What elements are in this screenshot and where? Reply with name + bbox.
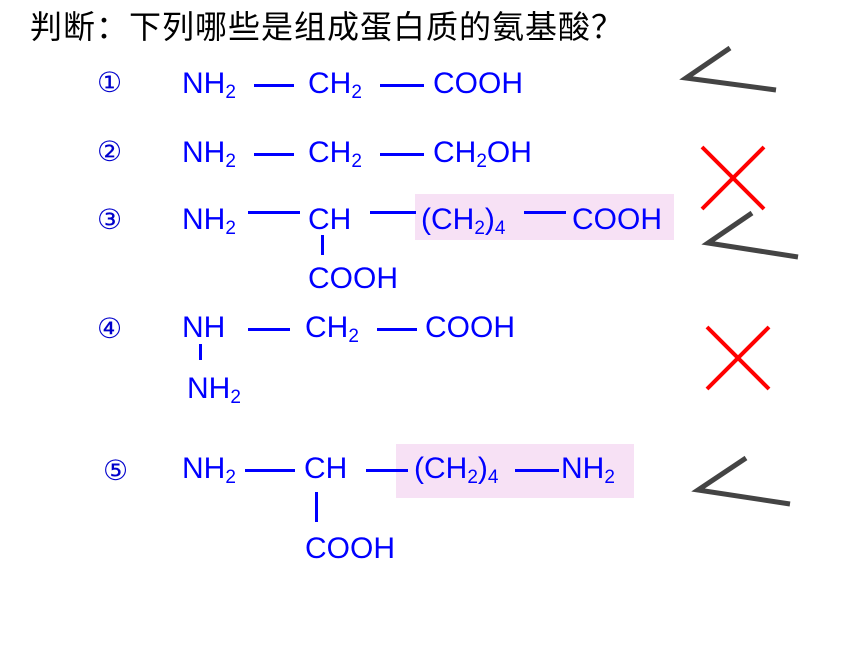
- bond: [245, 469, 295, 472]
- hydroxymethyl-group: CH2OH: [433, 136, 532, 172]
- bond: [515, 469, 559, 472]
- amino-group: NH2: [182, 136, 236, 172]
- bond: [524, 211, 566, 214]
- branch-carboxyl-group: COOH: [308, 262, 398, 295]
- amino-group: NH2: [182, 452, 236, 488]
- bond: [380, 153, 424, 156]
- item-index: ③: [97, 203, 123, 236]
- side-chain-amino-group: NH2: [561, 452, 615, 488]
- highlight-side-chain-3: [415, 194, 674, 240]
- item-index: ④: [97, 312, 123, 345]
- vertical-bond: [315, 492, 318, 522]
- imino-group: NH: [182, 311, 226, 344]
- side-chain-group: (CH2)4: [414, 452, 499, 488]
- check-mark-icon: [679, 45, 777, 93]
- carboxyl-group: COOH: [433, 67, 523, 100]
- bond: [366, 469, 408, 472]
- item-index: ⑤: [103, 454, 129, 487]
- branch-amino-group: NH2: [187, 372, 241, 408]
- amino-group: NH2: [182, 203, 236, 239]
- question-title: 判断：下列哪些是组成蛋白质的氨基酸？: [30, 8, 625, 46]
- amino-group: NH2: [182, 67, 236, 103]
- carboxyl-group: COOH: [425, 311, 515, 344]
- bond: [254, 153, 294, 156]
- cross-mark-icon: [705, 325, 771, 391]
- bond: [248, 211, 300, 214]
- vertical-bond: [321, 235, 324, 255]
- alpha-carbon: CH: [308, 203, 352, 236]
- cross-mark-icon: [700, 145, 766, 211]
- check-mark-icon: [701, 210, 799, 260]
- side-chain-group: (CH2)4: [421, 203, 506, 239]
- bond: [377, 328, 417, 331]
- methylene-group: CH2: [308, 136, 362, 172]
- alpha-carbon: CH: [304, 452, 348, 485]
- vertical-bond: [199, 344, 202, 360]
- branch-carboxyl-group: COOH: [305, 532, 395, 565]
- bond: [254, 84, 294, 87]
- carboxyl-group: COOH: [572, 203, 662, 236]
- item-index: ①: [97, 66, 123, 99]
- methylene-group: CH2: [308, 67, 362, 103]
- bond: [380, 84, 424, 87]
- check-mark-icon: [691, 455, 791, 507]
- bond: [248, 328, 290, 331]
- bond: [370, 211, 416, 214]
- methylene-group: CH2: [305, 311, 359, 347]
- item-index: ②: [97, 135, 123, 168]
